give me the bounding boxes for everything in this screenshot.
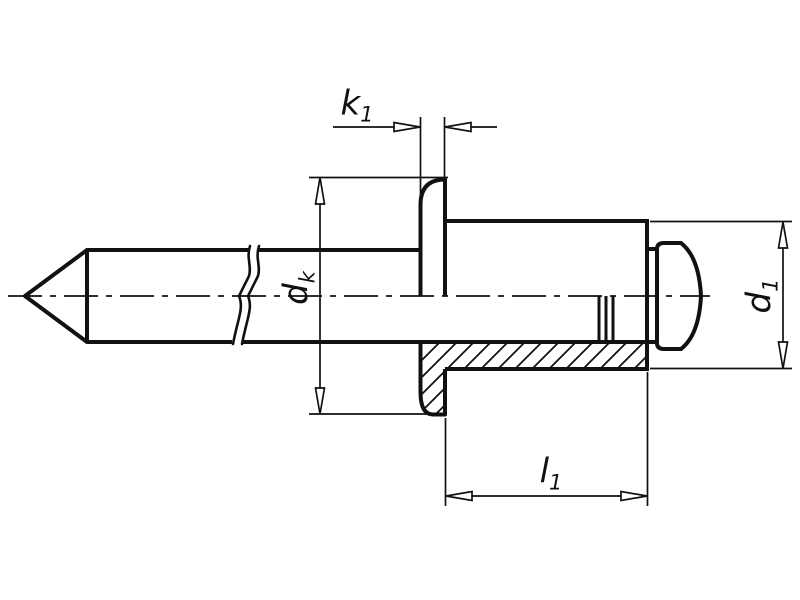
dim-label-l1-sub: 1 [549, 470, 563, 495]
dim-d1 [650, 220, 792, 370]
mandrel-grooves [597, 296, 615, 341]
dim-label-d1-sub: 1 [758, 278, 783, 292]
dim-label-d1: d1 [739, 278, 783, 314]
dim-l1 [444, 372, 649, 506]
dim-label-l1-symbol: l [539, 451, 550, 492]
dim-label-dk-sub: k [295, 271, 320, 284]
dim-dk [309, 176, 448, 415]
mandrel-head [647, 241, 703, 351]
dim-label-k1-symbol: k [340, 83, 361, 124]
section-hatch [420, 342, 647, 415]
dim-label-k1-sub: 1 [360, 102, 374, 127]
dim-label-d1-symbol: d [739, 291, 780, 314]
rivet-body [445, 219, 649, 371]
dim-k1 [333, 117, 497, 204]
dim-label-l1: l1 [540, 455, 563, 494]
dim-label-k1: k1 [340, 87, 373, 126]
break-lines [231, 244, 261, 346]
mandrel-stem [87, 248, 657, 344]
dim-label-dk: dk [276, 271, 320, 305]
dim-label-dk-symbol: d [276, 283, 317, 305]
mandrel-tip-cone [23, 248, 89, 344]
